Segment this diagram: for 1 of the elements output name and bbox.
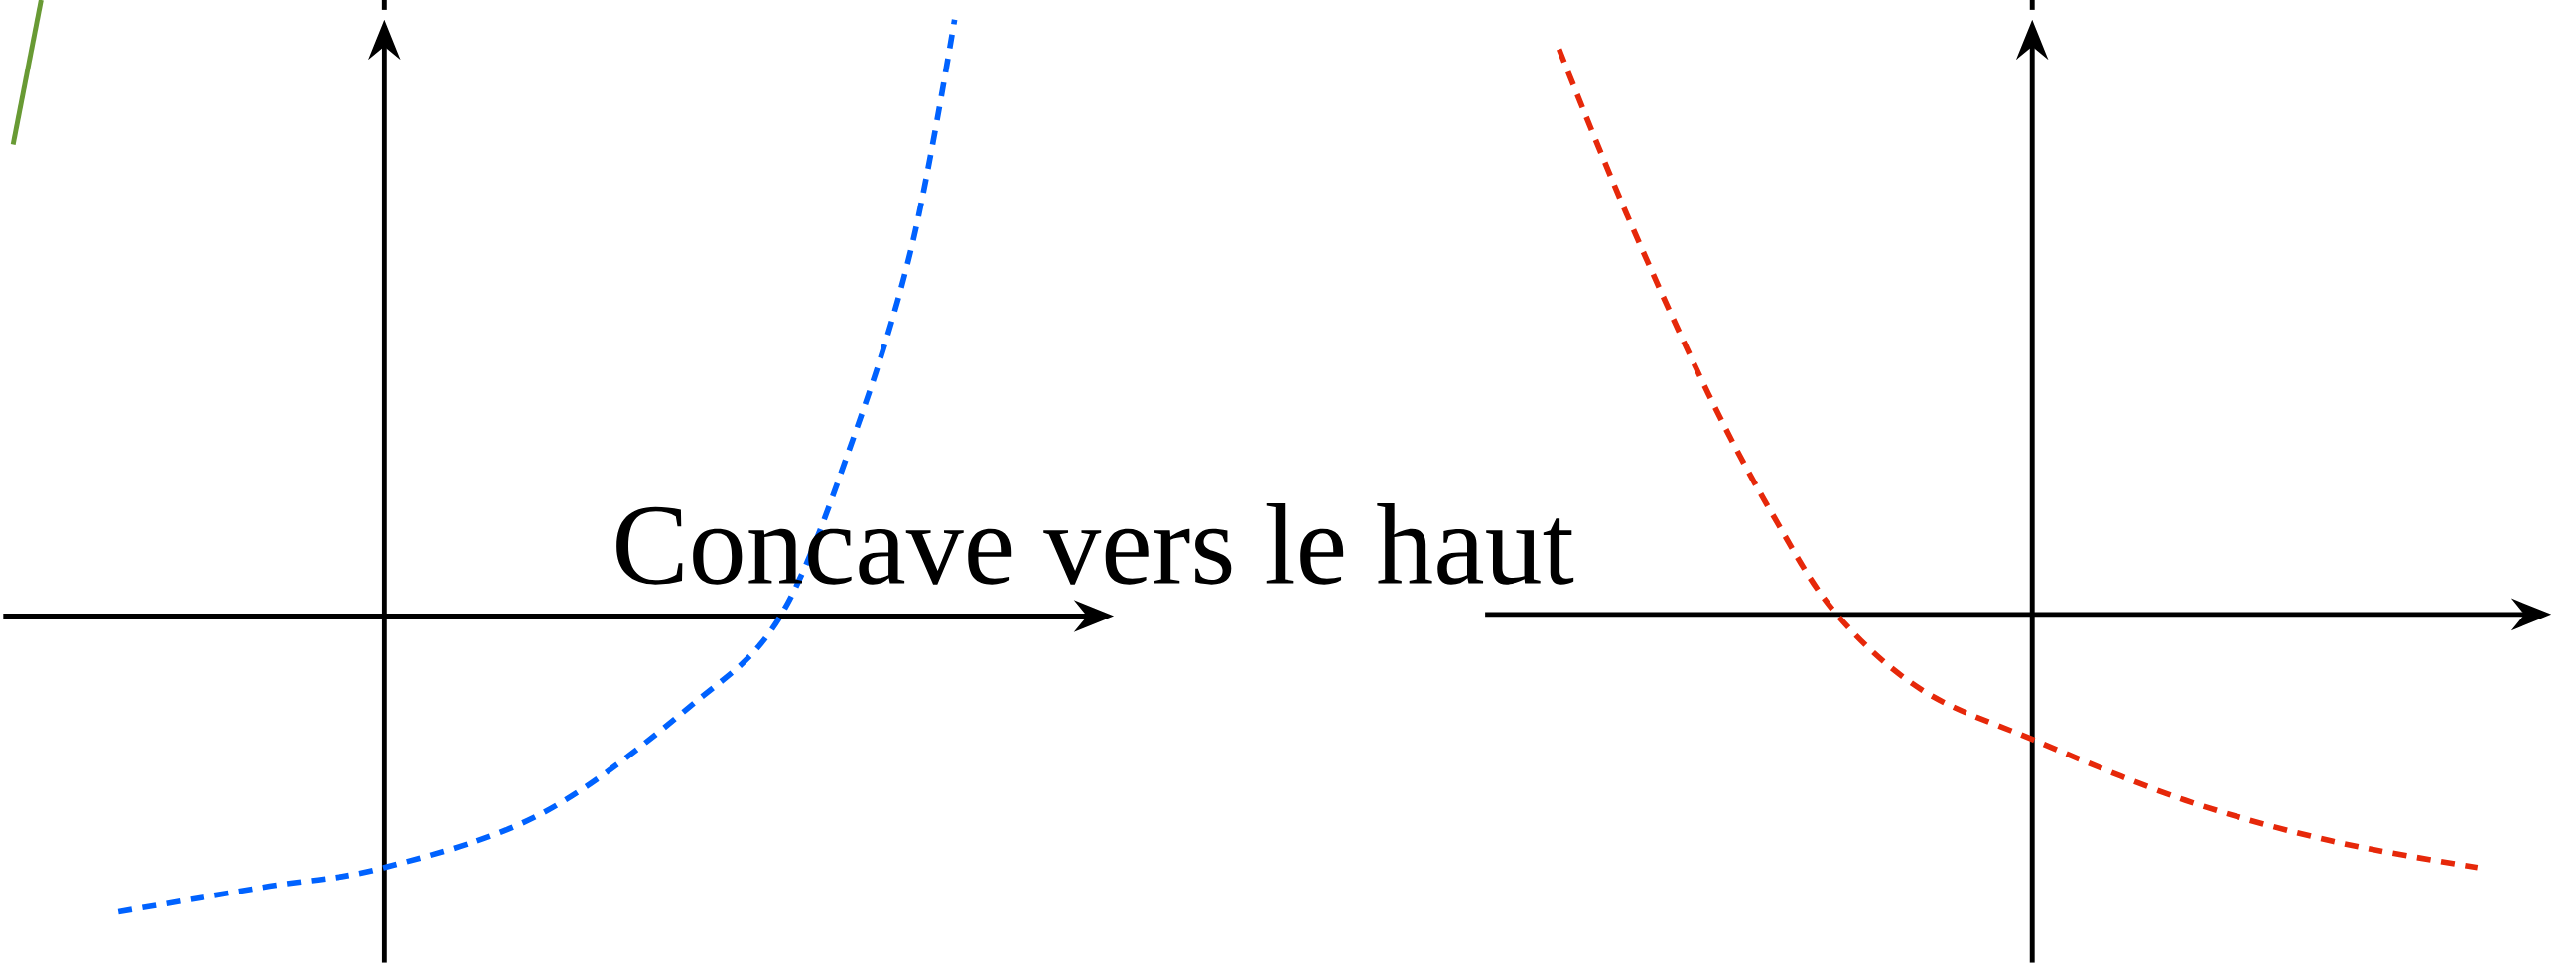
curve-label: Concave vers le haut: [616, 503, 1574, 585]
